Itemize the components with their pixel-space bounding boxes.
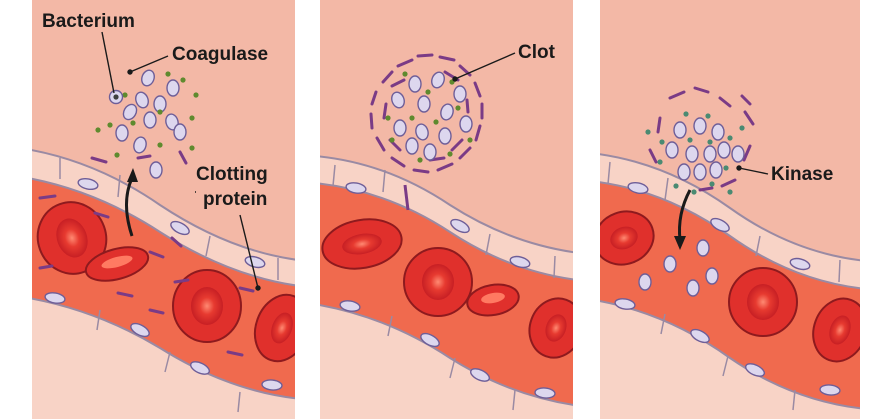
leader-lines bbox=[452, 52, 516, 82]
coagulase-cluster bbox=[90, 69, 199, 179]
clotting-protein bbox=[648, 86, 755, 192]
vessel-breach bbox=[403, 184, 410, 211]
label-clot: Clot bbox=[518, 42, 556, 63]
red-blood-cell bbox=[172, 269, 242, 343]
panel-coagulase: Bacterium Coagulase Clotting protein bbox=[32, 0, 295, 419]
coagulase-enzyme bbox=[95, 71, 199, 158]
red-blood-cell bbox=[466, 283, 520, 317]
migration-arrow bbox=[124, 168, 138, 237]
bacterium bbox=[665, 117, 745, 181]
panel-clot: Clot bbox=[320, 0, 573, 419]
label-protein: protein bbox=[203, 189, 267, 210]
red-blood-cell bbox=[812, 297, 860, 363]
bacterium bbox=[391, 71, 473, 161]
leader-lines bbox=[736, 165, 769, 175]
clotting-protein bbox=[38, 194, 255, 357]
red-blood-cell bbox=[528, 297, 573, 359]
coagulase-enzyme bbox=[385, 71, 473, 163]
red-blood-cell bbox=[36, 201, 108, 275]
red-blood-cell bbox=[84, 246, 150, 282]
label-coagulase: Coagulase bbox=[172, 44, 268, 65]
clotting-protein bbox=[90, 150, 188, 165]
kinase-enzyme bbox=[645, 111, 745, 195]
clot bbox=[369, 53, 484, 174]
red-blood-cell bbox=[321, 218, 403, 270]
red-blood-cell bbox=[600, 210, 655, 266]
red-blood-cell bbox=[728, 267, 798, 337]
bacterium bbox=[108, 89, 124, 105]
red-blood-cell bbox=[403, 247, 473, 317]
dissolving-clot bbox=[645, 86, 755, 195]
red-blood-cell bbox=[253, 293, 295, 363]
bacterium bbox=[638, 239, 719, 297]
leader-lines bbox=[101, 31, 261, 291]
panel-kinase: Kinase bbox=[600, 0, 860, 419]
label-clotting: Clotting bbox=[196, 164, 268, 185]
label-bacterium: Bacterium bbox=[42, 11, 135, 32]
migration-arrow bbox=[674, 189, 692, 250]
label-kinase: Kinase bbox=[771, 164, 833, 185]
bacterium bbox=[115, 69, 187, 179]
